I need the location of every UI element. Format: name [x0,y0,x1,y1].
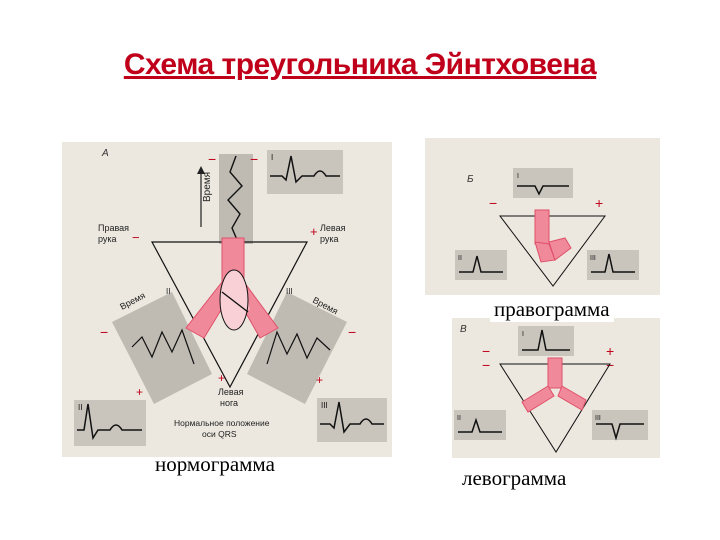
normogram-diagram: А Время I − − Правая рука − Левая рука +… [74,148,387,446]
lead-iii-trace [266,330,331,365]
levogramma-diagram: В I − − + − II III [454,324,648,453]
qrs-axis-vector [221,291,249,313]
label-lead-iii: III [286,287,293,296]
v-sign-plus-1: + [606,343,614,359]
sign-plus-bottom-left: + [136,385,143,399]
ecg-v-label-iii: III [595,415,601,422]
sign-minus-right: − [348,324,356,340]
lead-i-time-strip [219,154,253,244]
right-arm-label-1: Правая [98,223,129,233]
panel-levogramma: В I − − + − II III [452,318,660,458]
panel-b-letter: Б [467,174,474,185]
ecg-b-label-ii: II [458,255,462,262]
triangle-b [498,215,606,287]
ecg-trace-lead-iii [320,401,384,434]
v-sign-minus-2: − [482,357,490,373]
ecg-trace-v-lead-i [522,329,570,351]
axis-label-1: Нормальное положение [174,418,270,428]
v-band-iii [557,385,587,411]
lead-ii-strip [112,292,212,404]
sign-plus-leg: + [218,371,225,385]
panel-normogram: А Время I − − Правая рука − Левая рука +… [62,142,392,457]
left-arm-label-1: Левая [320,223,346,233]
left-leg-label-1: Левая [218,387,244,397]
heart-shape [219,269,249,331]
sign-minus-right-arm: − [132,230,140,245]
b-band-i [534,209,550,245]
left-leg-label-2: нога [220,398,238,408]
ecg-trace-v-lead-ii [458,417,502,433]
sign-plus-bottom-right: + [316,373,323,387]
ecg-label-ii: II [78,403,82,412]
sign-minus-left: − [100,324,108,340]
b-sign-minus-l: − [489,195,497,211]
ecg-box-b-lead-ii [455,250,507,280]
ecg-trace-b-lead-ii [459,255,503,273]
ecg-box-lead-i [267,150,343,194]
panel-pravogramma: Б I − + II III [425,138,660,295]
ecg-b-label-iii: III [590,255,596,262]
right-arm-label-2: рука [98,234,117,244]
b-sign-plus-r: + [595,195,603,211]
panel-v-letter: В [460,324,467,335]
ecg-box-lead-ii [74,400,146,446]
lead-iii-strip [247,292,347,404]
ecg-trace-lead-ii [77,403,142,441]
v-band-i [547,357,563,389]
ecg-trace-b-lead-i [517,185,569,196]
ecg-box-v-lead-ii [454,410,506,440]
ecg-label-i: I [271,153,273,162]
ecg-box-lead-iii [317,398,387,442]
left-arm-label-2: рука [320,234,339,244]
ecg-v-label-i: I [522,331,524,338]
v-sign-minus-3: − [606,357,614,373]
ecg-box-b-lead-i [513,168,573,198]
lead-i-time-trace [227,155,243,243]
ecg-trace-b-lead-iii [591,253,635,273]
v-sign-minus-1: − [482,343,490,359]
sign-minus-top-1: − [208,151,216,167]
ecg-v-label-ii: II [457,415,461,422]
ecg-trace-v-lead-iii [596,423,644,441]
ecg-box-b-lead-iii [587,250,639,280]
ecg-trace-lead-i [270,155,340,184]
time-arrow-top-head [197,166,205,174]
vremya-label-top: Время [202,172,213,202]
caption-pravogramma: правограмма [490,297,614,322]
ecg-box-v-lead-i [518,326,574,356]
v-band-ii [521,385,555,413]
caption-levogramma: левограмма [462,466,567,490]
lead-ii-trace [131,328,195,365]
caption-normogramma: нормограмма [155,452,275,476]
sign-plus-top-1: − [250,151,258,167]
label-lead-ii: II [166,287,170,296]
slide-title: Схема треугольника Эйнтховена [123,48,597,81]
ecg-label-iii: III [321,401,328,410]
sign-plus-left-arm: + [310,224,318,239]
b-band-iii [548,237,572,261]
ecg-b-label-i: I [517,173,519,180]
panel-a-letter: А [101,148,109,159]
axis-label-2: оси QRS [202,429,237,439]
pravogramma-diagram: Б I − + II III [455,168,639,287]
